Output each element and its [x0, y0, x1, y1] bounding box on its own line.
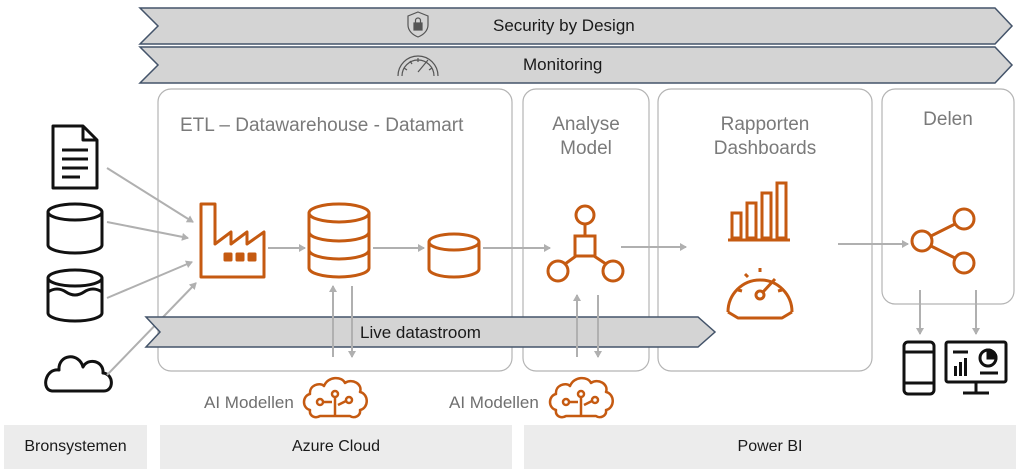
factory-icon	[199, 202, 266, 279]
rapporten-panel-title: Rapporten Dashboards	[658, 113, 872, 161]
rapporten-title-line-2: Dashboards	[713, 138, 817, 159]
footer-bronsystemen-label: Bronsystemen	[24, 438, 127, 455]
analyse-panel-title: Analyse Model	[523, 113, 649, 161]
footer-azure-label: Azure Cloud	[291, 438, 381, 455]
bar-chart-icon	[728, 181, 790, 242]
ai-brain-icon	[302, 376, 368, 419]
etl-panel	[157, 88, 513, 372]
analyse-panel	[522, 88, 650, 372]
footer-power-bi: Power BI	[524, 425, 1016, 469]
ai-models-label-1: AI Modellen	[204, 393, 294, 412]
rapporten-panel	[657, 88, 873, 372]
lock-icon	[407, 11, 429, 38]
document-icon	[51, 124, 99, 190]
cloud-icon	[44, 355, 113, 393]
monitoring-band	[138, 46, 1014, 84]
delen-panel	[881, 88, 1015, 305]
hierarchy-model-icon	[546, 204, 625, 283]
security-band	[138, 7, 1014, 45]
report-monitor-icon	[944, 340, 1008, 395]
footer-bronsystemen: Bronsystemen	[4, 425, 147, 469]
delen-panel-title: Delen	[923, 109, 973, 130]
dashboard-gauge-icon	[726, 268, 794, 320]
gauge-icon	[397, 55, 439, 77]
database-icon	[46, 202, 104, 255]
share-icon	[910, 207, 976, 275]
etl-panel-title: ETL – Datawarehouse - Datamart	[180, 115, 464, 136]
footer-powerbi-label: Power BI	[737, 438, 803, 455]
monitoring-label: Monitoring	[523, 55, 603, 74]
ai-brain-icon	[548, 376, 614, 419]
analyse-title-line-1: Analyse	[552, 114, 620, 135]
rapporten-title-line-1: Rapporten	[720, 114, 810, 135]
footer-azure-cloud: Azure Cloud	[160, 425, 512, 469]
datamart-icon	[427, 232, 481, 279]
live-stream-band	[144, 316, 717, 348]
analyse-title-line-2: Model	[560, 138, 612, 159]
mobile-icon	[902, 340, 936, 396]
datawarehouse-icon	[307, 202, 371, 279]
ai-models-label-2: AI Modellen	[449, 393, 539, 412]
water-tank-icon	[46, 268, 104, 323]
live-stream-label: Live datastroom	[360, 323, 481, 342]
security-label: Security by Design	[493, 16, 635, 35]
